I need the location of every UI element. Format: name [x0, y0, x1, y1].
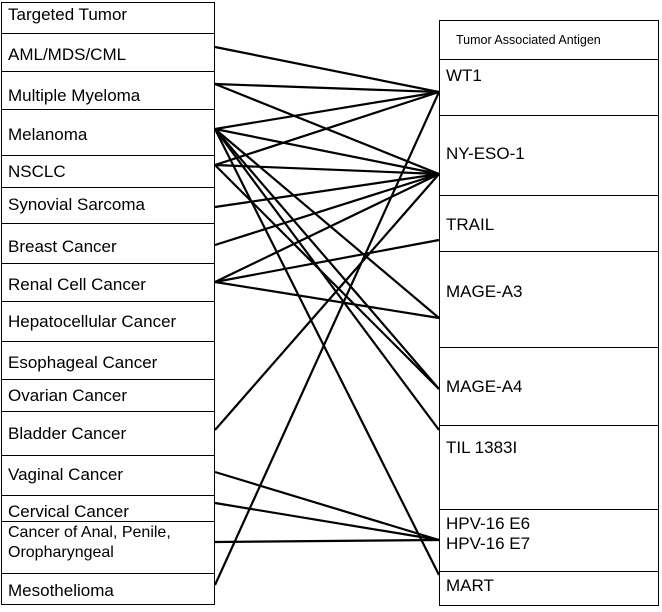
- tumor-row-breast: Breast Cancer: [2, 223, 214, 263]
- link-vag-to-hpv: [214, 470, 440, 542]
- antigen-label: NY-ESO-1: [446, 144, 525, 163]
- tumor-label: Mesothelioma: [8, 581, 114, 600]
- antigen-row-trail: TRAIL: [440, 195, 658, 251]
- antigen-row-mage4: MAGE-A4: [440, 347, 658, 425]
- link-nsclc-to-mage4: [214, 164, 440, 390]
- link-mm-to-nyeso: [214, 82, 440, 176]
- tumor-row-renal: Renal Cell Cancer: [2, 263, 214, 301]
- tumor-label: Bladder Cancer: [8, 424, 127, 443]
- targeted-tumor-column: Targeted Tumor AML/MDS/CML Multiple Myelo…: [1, 2, 215, 605]
- tumor-row-vag: Vaginal Cancer: [2, 455, 214, 495]
- tumor-label: Vaginal Cancer: [8, 465, 123, 484]
- tumor-label: Multiple Myeloma: [8, 86, 141, 105]
- tumor-label-line-1: Cancer of Anal, Penile,: [8, 524, 171, 541]
- tumor-label: Synovial Sarcoma: [8, 195, 146, 214]
- tumor-row-aml: AML/MDS/CML: [2, 33, 214, 71]
- tumor-row-blad: Bladder Cancer: [2, 411, 214, 455]
- tumor-row-hep: Hepatocellular Cancer: [2, 301, 214, 341]
- tumor-row-anal: Cancer of Anal, Penile, Oropharyngeal: [2, 521, 214, 573]
- antigen-label: WT1: [446, 66, 482, 85]
- tumor-label: Hepatocellular Cancer: [8, 312, 177, 331]
- antigen-label-line-2: HPV-16 E7: [446, 534, 531, 553]
- link-syn-to-nyeso: [214, 172, 440, 209]
- tumor-row-mel: Melanoma: [2, 109, 214, 155]
- tumor-label: Breast Cancer: [8, 237, 117, 256]
- link-cerv-to-hpv: [214, 501, 440, 542]
- tumor-associated-antigen-header-label: Tumor Associated Antigen: [456, 33, 601, 47]
- link-mel-to-nyeso: [214, 127, 440, 176]
- link-mel-to-mart: [214, 128, 440, 576]
- tumor-label-line-2: Oropharyngeal: [8, 544, 114, 561]
- tumor-label: Ovarian Cancer: [8, 386, 128, 405]
- link-nsclc-to-wt1: [214, 90, 440, 167]
- targeted-tumor-header: Targeted Tumor: [2, 3, 214, 33]
- tumor-row-eso: Esophageal Cancer: [2, 341, 214, 379]
- tumor-associated-antigen-header: Tumor Associated Antigen: [440, 21, 658, 59]
- antigen-row-mart: MART: [440, 571, 658, 607]
- tumor-row-ova: Ovarian Cancer: [2, 379, 214, 411]
- link-mel-to-til: [214, 128, 440, 431]
- tumor-row-nsclc: NSCLC: [2, 155, 214, 187]
- tumor-label: NSCLC: [8, 162, 66, 181]
- link-blad-to-nyeso: [214, 173, 440, 431]
- tumor-label: Melanoma: [8, 125, 88, 144]
- link-renal-to-nyeso: [214, 173, 440, 283]
- tumor-label: Esophageal Cancer: [8, 353, 158, 372]
- link-renal-to-trail: [214, 238, 440, 284]
- tumor-label: Renal Cell Cancer: [8, 275, 146, 294]
- link-mm-to-wt1: [214, 82, 440, 94]
- link-mel-to-wt1: [214, 90, 440, 131]
- antigen-row-mage3: MAGE-A3: [440, 251, 658, 347]
- link-mel-to-mage4: [214, 128, 440, 390]
- tumor-row-meso: Mesothelioma: [2, 573, 214, 606]
- antigen-label: MART: [446, 576, 494, 595]
- antigen-label: TIL 1383I: [446, 438, 518, 457]
- antigen-label-line-1: HPV-16 E6: [446, 514, 531, 533]
- antigen-label: MAGE-A4: [446, 377, 523, 396]
- link-renal-to-mage3: [214, 280, 440, 320]
- link-nsclc-to-nyeso: [214, 163, 440, 176]
- link-breast-to-nyeso: [214, 172, 440, 247]
- link-mel-to-mage3: [214, 128, 440, 319]
- tumor-label: Cervical Cancer: [8, 502, 129, 521]
- tumor-row-mm: Multiple Myeloma: [2, 71, 214, 109]
- antigen-label: MAGE-A3: [446, 282, 523, 301]
- tumor-row-syn: Synovial Sarcoma: [2, 187, 214, 223]
- link-anal-to-hpv: [214, 538, 440, 544]
- antigen-label: TRAIL: [446, 215, 495, 234]
- antigen-row-wt1: WT1: [440, 59, 658, 115]
- link-aml-to-wt1: [214, 45, 440, 94]
- targeted-tumor-header-label: Targeted Tumor: [8, 5, 128, 24]
- tumor-label: AML/MDS/CML: [8, 45, 127, 64]
- antigen-row-nyeso: NY-ESO-1: [440, 115, 658, 195]
- link-meso-to-wt1: [213, 91, 441, 586]
- tumor-row-cerv: Cervical Cancer: [2, 495, 214, 521]
- antigen-row-til: TIL 1383I: [440, 425, 658, 509]
